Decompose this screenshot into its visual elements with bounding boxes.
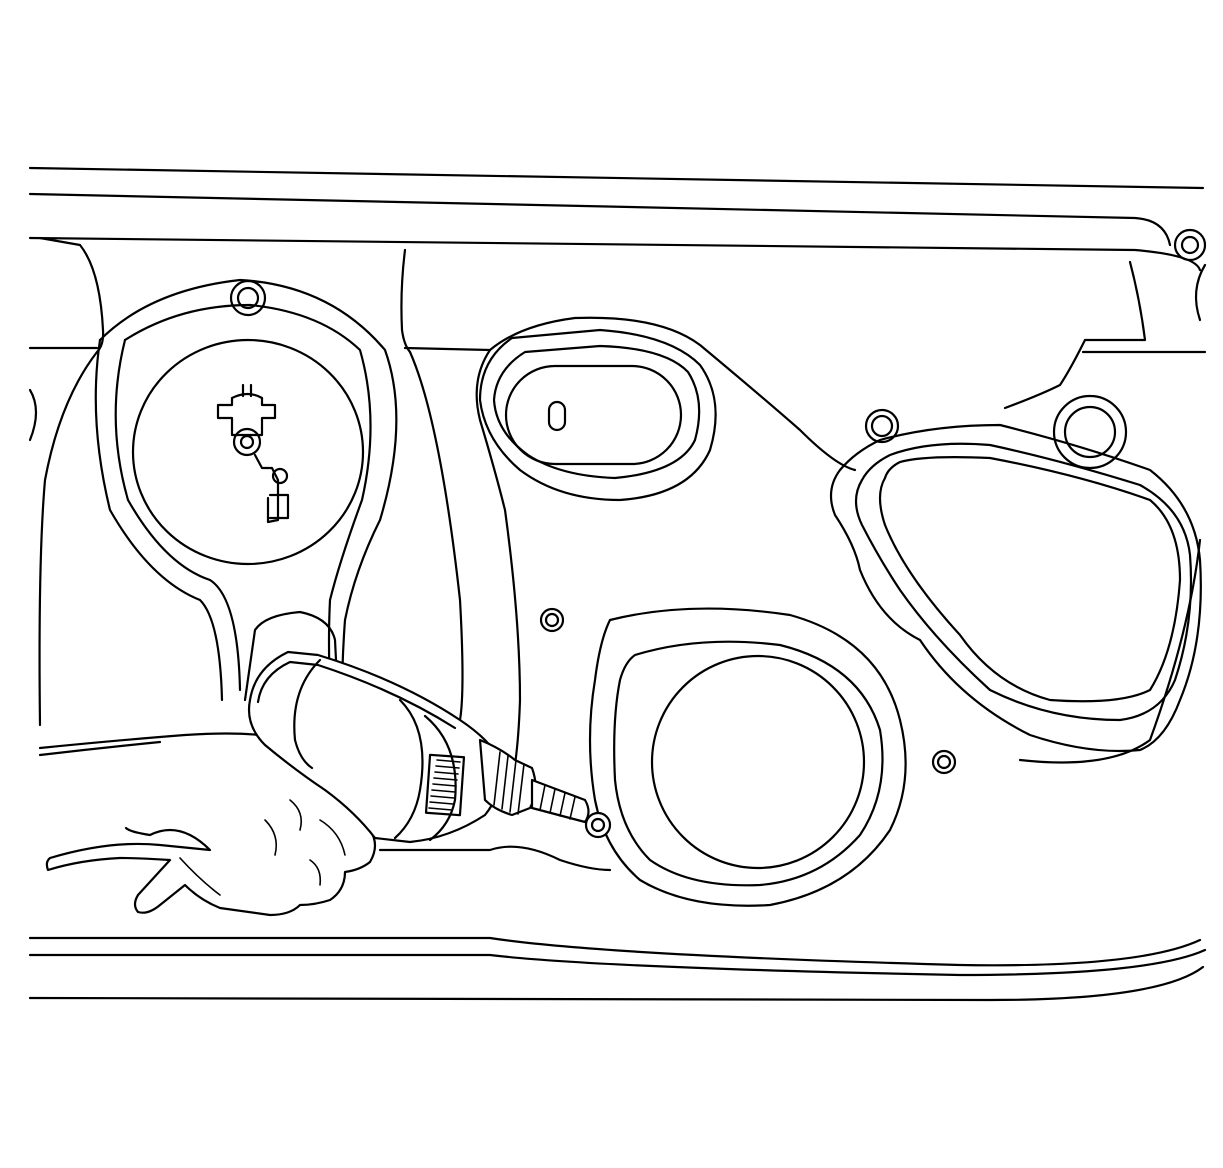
grommet-icon-2 bbox=[864, 408, 900, 444]
access-hole-left bbox=[131, 338, 365, 566]
frame-panel-top-edge bbox=[28, 236, 1202, 272]
drill-chuck-collar bbox=[478, 738, 537, 817]
frame-bottom-inner-edge-2 bbox=[28, 948, 1207, 977]
grommet-large bbox=[1052, 394, 1128, 470]
finger-crease-1 bbox=[289, 799, 303, 831]
actuator-pin bbox=[241, 383, 253, 398]
rivet-inner bbox=[544, 612, 560, 628]
drill-vent-grille bbox=[424, 753, 466, 817]
triangular-access-hole bbox=[878, 456, 1182, 703]
thumb-crease bbox=[179, 857, 221, 896]
center-panel-left-outline bbox=[475, 348, 522, 792]
frame-mid-ledge bbox=[403, 346, 492, 352]
lock-actuator-icon bbox=[216, 383, 290, 524]
corner-grommet-inner bbox=[1180, 235, 1200, 255]
actuator-recess-outer-left bbox=[94, 338, 224, 702]
speaker-recess-outer bbox=[588, 607, 907, 907]
finger-crease-2 bbox=[264, 819, 278, 856]
upper-right-flange bbox=[1003, 260, 1147, 410]
actuator-link-rod bbox=[253, 453, 280, 524]
actuator-recess-inner bbox=[123, 303, 372, 692]
drill-bit-tip bbox=[584, 811, 612, 839]
frame-bottom-inner-edge bbox=[28, 936, 1202, 967]
actuator-link-clip bbox=[268, 493, 290, 520]
actuator-barrel-inner bbox=[239, 434, 255, 450]
center-panel-lower-edge bbox=[378, 845, 612, 872]
oval-slot bbox=[547, 400, 567, 432]
triangular-recess-mid bbox=[854, 442, 1193, 722]
power-drill-icon bbox=[247, 650, 612, 844]
drill-body-inner-top bbox=[256, 660, 457, 730]
drill-chuck-ridges bbox=[493, 751, 525, 815]
oval-recess-mid bbox=[492, 344, 701, 480]
door-frame bbox=[28, 166, 1207, 1002]
drill-motor-cap bbox=[293, 658, 322, 770]
actuator-recess-inner-left bbox=[114, 338, 242, 692]
drill-bit-flutes bbox=[539, 784, 576, 820]
speaker-opening-icon bbox=[650, 654, 866, 870]
drill-grip-line-1 bbox=[393, 698, 424, 840]
drill-body bbox=[247, 650, 503, 844]
right-panel-section bbox=[378, 228, 1207, 907]
right-panel-lower-edge bbox=[1018, 538, 1202, 764]
left-panel-outline bbox=[38, 236, 105, 727]
center-divider-left bbox=[400, 248, 464, 722]
oval-recess-outer bbox=[478, 328, 717, 502]
frame-top-edge bbox=[28, 166, 1205, 190]
oval-access-hole bbox=[504, 364, 683, 466]
triangular-recess-outer bbox=[829, 423, 1202, 753]
center-panel-top-outline bbox=[488, 316, 857, 472]
lower-tab-recess bbox=[243, 610, 340, 702]
left-panel-section bbox=[38, 236, 464, 727]
speaker-recess-mid bbox=[613, 640, 884, 887]
grommet-large-inner bbox=[1063, 405, 1117, 459]
actuator-link-pivot bbox=[271, 467, 289, 485]
corner-grommet bbox=[1173, 228, 1207, 262]
grommet-inner bbox=[236, 286, 260, 310]
frame-top-inner-edge bbox=[28, 192, 1172, 247]
actuator-barrel bbox=[232, 427, 262, 457]
upper-right-edge bbox=[1194, 263, 1207, 322]
rivet-icon-2 bbox=[931, 749, 957, 775]
forearm-line bbox=[38, 740, 162, 757]
drill-bit-shank bbox=[530, 778, 590, 824]
frame-bottom-edge bbox=[28, 965, 1205, 1002]
grommet-inner-2 bbox=[870, 414, 894, 438]
rivet-icon bbox=[539, 607, 565, 633]
finger-crease-4 bbox=[309, 859, 322, 886]
frame-left-arc bbox=[28, 388, 38, 442]
drill-vent-frame bbox=[424, 753, 466, 817]
drill-bit-tip-inner bbox=[590, 817, 606, 833]
finger-crease-3 bbox=[319, 819, 346, 856]
actuator-recess-outer bbox=[98, 278, 398, 702]
drill-grip-line-2 bbox=[423, 714, 457, 842]
rivet-inner-2 bbox=[936, 754, 952, 770]
grommet-icon bbox=[229, 279, 267, 317]
